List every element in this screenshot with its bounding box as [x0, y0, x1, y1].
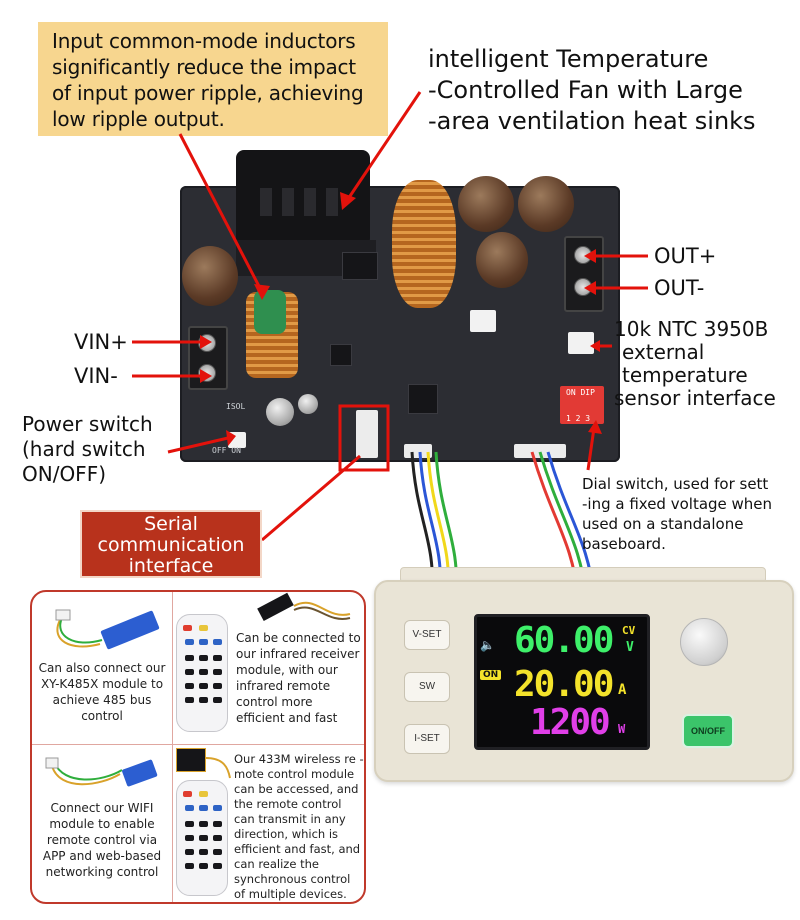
fan-connector — [470, 310, 496, 332]
controller-chip — [408, 384, 438, 414]
serial-label-line: communication — [97, 534, 245, 556]
serial-connector — [356, 410, 378, 458]
ntc-label-line: external — [622, 340, 705, 364]
dip-label: ON DIP — [566, 388, 595, 397]
wifi-module-icon — [45, 757, 158, 787]
infrared-text: Can be connected to our infrared receive… — [236, 631, 361, 725]
on-badge: ON — [480, 670, 502, 680]
dip-switch — [560, 386, 604, 424]
mosfet — [342, 252, 378, 280]
ir-receiver-icon — [257, 592, 351, 622]
speaker-icon: 🔈 — [480, 638, 495, 652]
ntc-label-line: sensor interface — [614, 386, 776, 410]
input-capacitor — [182, 246, 238, 306]
fan-callout-line: -area ventilation heat sinks — [428, 107, 756, 135]
fan-callout-line: intelligent Temperature — [428, 45, 709, 73]
fan-callout-line: -Controlled Fan with Large — [428, 76, 743, 104]
small-capacitor — [266, 398, 294, 426]
vin-plus-label: VIN+ — [74, 330, 128, 354]
onoff-button[interactable]: ON/OFF — [682, 714, 734, 748]
voltage-readout: 60.00 — [514, 620, 614, 661]
serial-label-line: Serial — [144, 513, 198, 535]
ntc-connector — [568, 332, 594, 354]
dip-on-text: ON — [566, 388, 576, 397]
dial-label-line: baseboard. — [582, 535, 666, 553]
power-switch-label: Power switch (hard switch ON/OFF) — [22, 412, 192, 487]
out-minus-label: OUT- — [654, 276, 705, 300]
cv-indicator: CV — [622, 624, 636, 637]
dial-switch-label: Dial switch, used for sett -ing a fixed … — [582, 474, 798, 554]
vset-button[interactable]: V-SET — [404, 620, 450, 650]
wifi-text: Connect our WIFI module to enable remote… — [42, 801, 162, 879]
out-plus-label: OUT+ — [654, 244, 717, 268]
panel-divider — [32, 744, 364, 745]
fan-callout: intelligent Temperature -Controlled Fan … — [428, 44, 788, 137]
out-terminal — [564, 236, 604, 312]
ntc-label: 10k NTC 3950B external temperature senso… — [614, 318, 800, 410]
output-capacitor — [476, 232, 528, 288]
ntc-label-line: 10k NTC 3950B — [614, 317, 769, 341]
dial-label-line: Dial switch, used for sett — [582, 475, 769, 493]
power-readout: 1200 — [530, 702, 611, 743]
wireless-wire-icon — [205, 757, 231, 779]
power-unit: W — [618, 722, 626, 736]
rs485-text: Can also connect our XY-K485X module to … — [38, 661, 166, 723]
current-readout: 20.00 — [514, 664, 614, 705]
power-label-line: ON/OFF) — [22, 462, 106, 486]
infrared-remote-icon — [176, 614, 228, 732]
connector — [514, 444, 566, 458]
voltage-unit: V — [626, 640, 634, 655]
power-label-line: (hard switch — [22, 437, 146, 461]
input-inductor-text: Input common-mode inductors significantl… — [52, 29, 364, 131]
chip — [330, 344, 352, 366]
wireless-module-icon — [176, 748, 206, 772]
wireless-text: Our 433M wireless re -mote control modul… — [234, 752, 364, 901]
inductor-core — [254, 290, 286, 334]
output-capacitor — [518, 176, 574, 232]
display-screen — [474, 614, 650, 750]
dial-label-line: -ing a fixed voltage when — [582, 495, 773, 513]
off-on-silk: OFF ON — [212, 446, 241, 455]
vin-minus-label: VIN- — [74, 364, 118, 388]
power-label-line: Power switch — [22, 412, 153, 436]
current-unit: A — [618, 682, 627, 698]
small-capacitor — [298, 394, 318, 414]
serial-interface-label: Serial communication interface — [82, 512, 260, 577]
input-inductor-callout: Input common-mode inductors significantl… — [38, 22, 388, 136]
dip-dip-text: DIP — [580, 388, 595, 397]
wireless-remote-icon — [176, 780, 228, 896]
dial-label-line: used on a standalone — [582, 515, 744, 533]
iset-button[interactable]: I-SET — [404, 724, 450, 754]
dip-numbers: 1 2 3 — [566, 414, 591, 423]
encoder-knob[interactable] — [680, 618, 728, 666]
ntc-label-line: temperature — [622, 363, 748, 387]
output-inductor — [392, 180, 456, 308]
rs485-module-icon — [55, 609, 160, 650]
output-capacitor — [458, 176, 514, 232]
serial-label-line: interface — [128, 555, 214, 577]
panel-divider — [172, 592, 173, 902]
isol-silk: ISOL — [226, 402, 246, 411]
sw-button[interactable]: SW — [404, 672, 450, 702]
